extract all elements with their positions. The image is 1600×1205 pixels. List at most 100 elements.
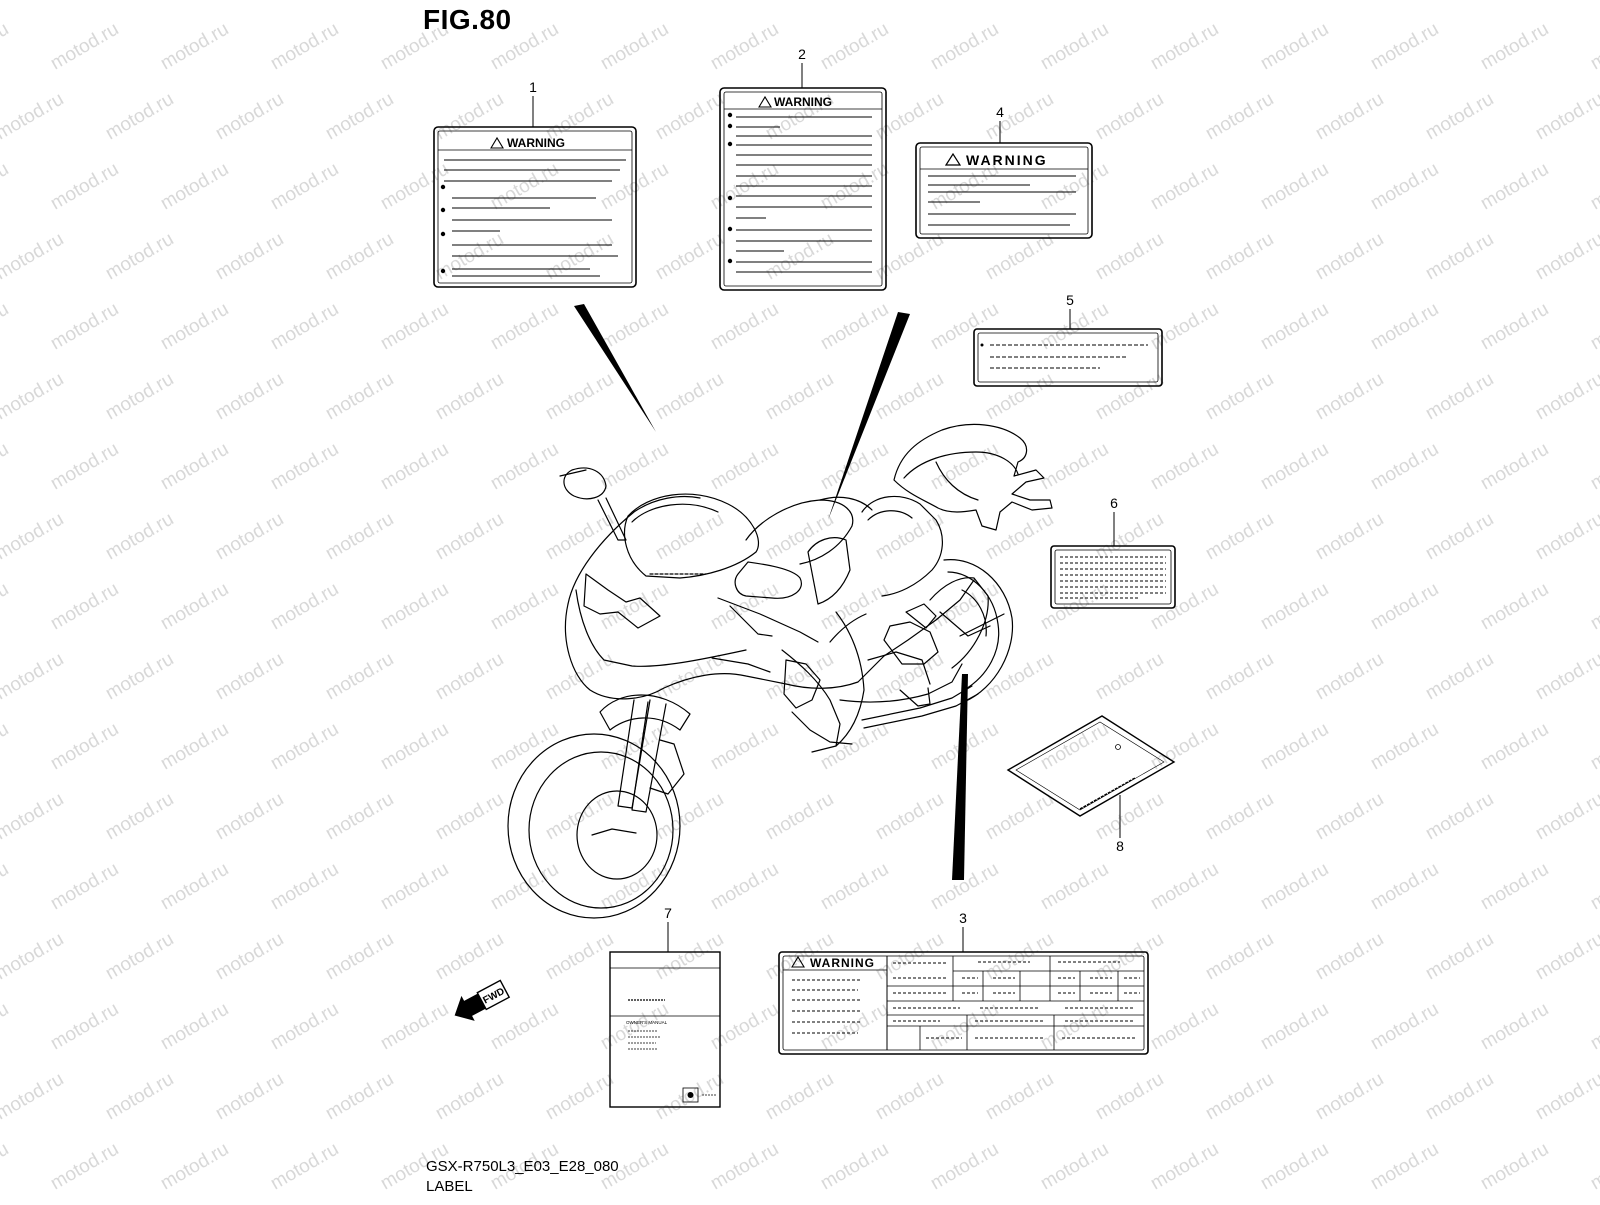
watermark-text: motod.ru: [322, 229, 397, 285]
watermark-text: motod.ru: [0, 579, 12, 635]
watermark-text: motod.ru: [0, 649, 67, 705]
watermark-text: motod.ru: [707, 1139, 782, 1195]
watermark-text: motod.ru: [542, 929, 617, 985]
callout-5: 5: [1066, 292, 1074, 308]
watermark-text: motod.ru: [1037, 999, 1112, 1055]
watermark-text: motod.ru: [1312, 369, 1387, 425]
watermark-text: motod.ru: [47, 159, 122, 215]
watermark-text: motod.ru: [652, 509, 727, 565]
watermark-text: motod.ru: [0, 0, 67, 4]
watermark-text: motod.ru: [212, 0, 287, 4]
watermark-text: motod.ru: [1257, 299, 1332, 355]
watermark-text: motod.ru: [1477, 999, 1552, 1055]
watermark-text: motod.ru: [762, 1069, 837, 1125]
watermark-text: motod.ru: [762, 0, 837, 4]
watermark-text: motod.ru: [1587, 299, 1600, 355]
fwd-arrow-icon: FWD: [454, 979, 511, 1021]
watermark-text: motod.ru: [597, 159, 672, 215]
watermark-text: motod.ru: [1037, 439, 1112, 495]
mirror: [563, 467, 607, 500]
watermark-text: motod.ru: [1257, 859, 1332, 915]
watermark-text: motod.ru: [432, 649, 507, 705]
watermark-text: motod.ru: [1257, 439, 1332, 495]
watermark-text: motod.ru: [1422, 649, 1497, 705]
watermark-text: motod.ru: [0, 999, 12, 1055]
watermark-text: motod.ru: [47, 579, 122, 635]
watermark-text: motod.ru: [102, 89, 177, 145]
watermark-text: motod.ru: [322, 509, 397, 565]
watermark-text: motod.ru: [652, 89, 727, 145]
watermark-text: motod.ru: [267, 999, 342, 1055]
watermark-text: motod.ru: [1147, 439, 1222, 495]
label-1-warning: 1 WARNING: [433, 79, 637, 288]
watermark-text: motod.ru: [1367, 859, 1442, 915]
watermark-text: motod.ru: [1422, 89, 1497, 145]
watermark-text: motod.ru: [47, 999, 122, 1055]
watermark-text: motod.ru: [322, 789, 397, 845]
label-2-warning: 2 WARNING: [719, 46, 887, 291]
watermark-text: motod.ru: [102, 789, 177, 845]
watermark-text: motod.ru: [212, 89, 287, 145]
watermark-text: motod.ru: [0, 229, 67, 285]
watermark-text: motod.ru: [377, 299, 452, 355]
watermark-text: motod.ru: [487, 999, 562, 1055]
watermark-text: motod.ru: [597, 439, 672, 495]
figure-title: FIG.80: [423, 4, 512, 35]
watermark-text: motod.ru: [102, 0, 177, 4]
watermark-text: motod.ru: [322, 649, 397, 705]
watermark-text: motod.ru: [597, 999, 672, 1055]
watermark-text: motod.ru: [157, 439, 232, 495]
brand-logo-icon: [687, 1092, 694, 1098]
diagram-code: GSX-R750L3_E03_E28_080: [426, 1158, 619, 1175]
watermark-text: motod.ru: [157, 859, 232, 915]
watermark-text: motod.ru: [212, 929, 287, 985]
watermark-text: motod.ru: [1367, 159, 1442, 215]
watermark-text: motod.ru: [762, 509, 837, 565]
watermark-text: motod.ru: [1257, 719, 1332, 775]
warning-triangle-icon: [791, 955, 805, 968]
watermark-text: motod.ru: [322, 89, 397, 145]
watermark-text: motod.ru: [267, 19, 342, 75]
watermark-text: motod.ru: [542, 649, 617, 705]
watermark-text: motod.ru: [1092, 1069, 1167, 1125]
label-6: 6: [1050, 495, 1176, 609]
watermark-text: motod.ru: [1312, 89, 1387, 145]
watermark-text: motod.ru: [267, 579, 342, 635]
watermark-text: motod.ru: [432, 929, 507, 985]
watermark-text: motod.ru: [982, 0, 1057, 4]
watermark-text: motod.ru: [157, 19, 232, 75]
watermark-text: motod.ru: [1202, 929, 1277, 985]
watermark-text: motod.ru: [1477, 719, 1552, 775]
watermark-text: motod.ru: [432, 369, 507, 425]
watermark-text: motod.ru: [652, 929, 727, 985]
watermark-text: motod.ru: [0, 89, 67, 145]
watermark-text: motod.ru: [1587, 19, 1600, 75]
watermark-text: motod.ru: [1092, 509, 1167, 565]
watermark-text: motod.ru: [817, 19, 892, 75]
pointer-wedges: [574, 304, 968, 880]
watermark-text: motod.ru: [432, 89, 507, 145]
watermark-text: motod.ru: [1367, 299, 1442, 355]
watermark-text: motod.ru: [1312, 789, 1387, 845]
label-4-warning-text: WARNING: [966, 152, 1048, 168]
callout-8: 8: [1116, 838, 1124, 854]
watermark-text: motod.ru: [982, 89, 1057, 145]
watermark-text: motod.ru: [762, 229, 837, 285]
watermark-text: motod.ru: [872, 509, 947, 565]
watermark-text: motod.ru: [322, 1069, 397, 1125]
label-5: 5: [973, 292, 1163, 387]
watermark-text: motod.ru: [0, 1139, 12, 1195]
watermark-text: motod.ru: [1202, 229, 1277, 285]
watermark-text: motod.ru: [1202, 509, 1277, 565]
watermark-text: motod.ru: [1312, 1069, 1387, 1125]
watermark-text: motod.ru: [1367, 439, 1442, 495]
pointer-wedge-1: [574, 304, 656, 432]
watermark-text: motod.ru: [47, 859, 122, 915]
watermark-text: motod.ru: [102, 509, 177, 565]
watermark-text: motod.ru: [47, 19, 122, 75]
watermark-text: motod.ru: [102, 1069, 177, 1125]
watermark-text: motod.ru: [487, 579, 562, 635]
